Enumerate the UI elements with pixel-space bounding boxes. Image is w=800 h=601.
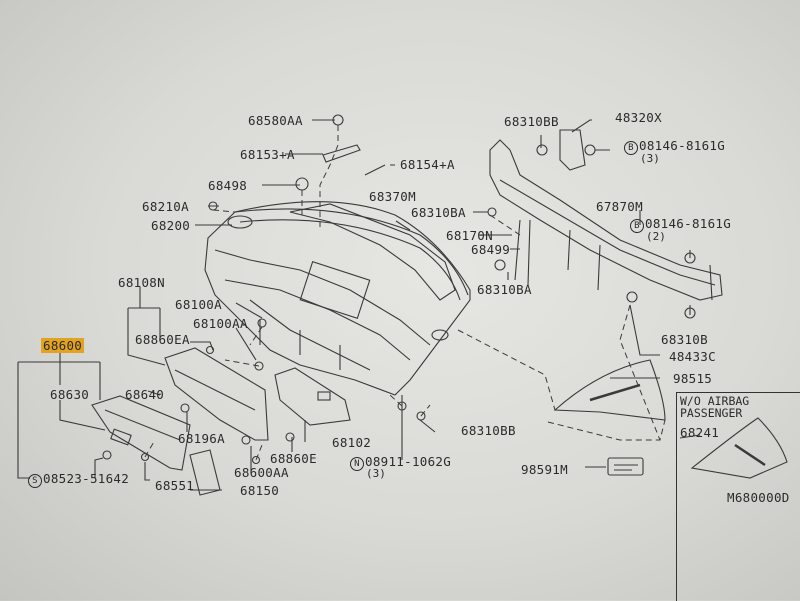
inset-title: W/O AIRBAG PASSENGER (680, 395, 749, 419)
callout-68600AA[interactable]: 68600AA (234, 465, 289, 480)
callout-68370M[interactable]: 68370M (369, 189, 416, 204)
cover-68150 (189, 449, 221, 496)
callout-68102[interactable]: 68102 (332, 435, 372, 450)
callout-68154A[interactable]: 68154+A (400, 157, 455, 172)
callout-68310BB-2[interactable]: 68310BB (461, 423, 516, 438)
inset-lid (690, 417, 788, 479)
inset-box (676, 392, 800, 601)
callout-68551[interactable]: 68551 (155, 478, 195, 493)
callout-68100AA[interactable]: 68100AA (193, 316, 248, 331)
callout-68630[interactable]: 68630 (50, 387, 90, 402)
n-circle-icon: N (350, 457, 364, 471)
callout-68499[interactable]: 68499 (471, 242, 511, 257)
callout-68210A[interactable]: 68210A (142, 199, 189, 214)
callout-98515[interactable]: 98515 (673, 371, 713, 386)
callout-68150[interactable]: 68150 (240, 483, 280, 498)
callout-68200[interactable]: 68200 (151, 218, 191, 233)
b-circle-icon: B (630, 219, 644, 233)
s-circle-icon: S (28, 474, 42, 488)
callout-68241[interactable]: 68241 (680, 425, 720, 440)
nut-part-number: 08911-1062G (365, 454, 452, 469)
airbag-cover (553, 359, 666, 421)
callout-98591M[interactable]: 98591M (521, 462, 568, 477)
label-plate (607, 457, 644, 476)
screw-part-number: 08523-51642 (43, 471, 130, 486)
callout-68860EA[interactable]: 68860EA (135, 332, 190, 347)
figure-code: M680000D (727, 490, 790, 505)
callout-68498[interactable]: 68498 (208, 178, 248, 193)
steering-member (489, 139, 723, 301)
bolt-part-number: 08146-8161G (639, 138, 726, 153)
callout-68310BA-2[interactable]: 68310BA (477, 282, 532, 297)
side-cover (274, 367, 351, 426)
callout-68108N[interactable]: 68108N (118, 275, 165, 290)
panel-top-edge (234, 208, 469, 296)
callout-68860E[interactable]: 68860E (270, 451, 317, 466)
callout-68600-highlighted[interactable]: 68600 (41, 338, 85, 353)
dashed-guide (319, 125, 339, 230)
callout-68310B[interactable]: 68310B (661, 332, 708, 347)
callout-68196A[interactable]: 68196A (178, 431, 225, 446)
callout-67870M[interactable]: 67870M (596, 199, 643, 214)
bolt-part-number: 08146-8161G (645, 216, 732, 231)
callout-48433C[interactable]: 48433C (669, 349, 716, 364)
callout-68170N[interactable]: 68170N (446, 228, 493, 243)
callout-68640[interactable]: 68640 (125, 387, 165, 402)
callout-68100A[interactable]: 68100A (175, 297, 222, 312)
callout-68310BB-1[interactable]: 68310BB (504, 114, 559, 129)
glove-box-housing (164, 347, 269, 441)
callout-68153A[interactable]: 68153+A (240, 147, 295, 162)
callout-48320X[interactable]: 48320X (615, 110, 662, 125)
callout-nut-qty: (3) (366, 467, 386, 480)
callout-68310BA-1[interactable]: 68310BA (411, 205, 466, 220)
highlight-marker: 68600 (41, 338, 85, 353)
inset-title-line2: PASSENGER (680, 406, 743, 420)
callout-68580AA[interactable]: 68580AA (248, 113, 303, 128)
instrument-panel-outline (204, 201, 471, 396)
callout-bolt-qty-3: (3) (640, 152, 660, 165)
callout-bolt-qty-2: (2) (646, 230, 666, 243)
inset-title-line1: W/O AIRBAG (680, 394, 750, 408)
glove-box-lid (91, 395, 191, 471)
b-circle-icon: B (624, 141, 638, 155)
